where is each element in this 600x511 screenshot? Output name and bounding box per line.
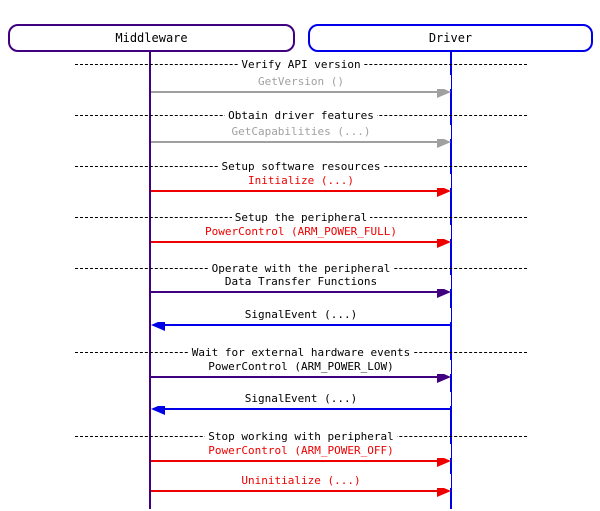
participant-box-middleware: Middleware (8, 24, 295, 52)
separator-label: Verify API version (75, 57, 527, 72)
lifeline-middleware (149, 52, 151, 509)
message-label: Uninitialize (...) (151, 474, 451, 488)
separator-line: Setup software resources (75, 160, 527, 173)
message-line (151, 241, 437, 243)
separator-label: Setup the peripheral (75, 210, 527, 225)
message-arrowhead-right (437, 236, 451, 248)
message-arrowhead-left (151, 403, 165, 415)
message-label: PowerControl (ARM_POWER_OFF) (151, 444, 451, 458)
message-arrowhead-right (437, 485, 451, 497)
message-line (151, 91, 437, 93)
separator-label: Operate with the peripheral (75, 261, 527, 276)
message-line (151, 376, 437, 378)
lifeline-driver (450, 52, 452, 509)
message-label: SignalEvent (...) (151, 308, 451, 322)
participant-label-middleware: Middleware (115, 31, 188, 45)
message-label: Initialize (...) (151, 174, 451, 188)
separator-line: Verify API version (75, 58, 527, 71)
message-arrowhead-right (437, 136, 451, 148)
message-label: SignalEvent (...) (151, 392, 451, 406)
message-line (151, 291, 437, 293)
message-arrowhead-right (437, 286, 451, 298)
message-arrowhead-right (437, 371, 451, 383)
participant-box-driver: Driver (308, 24, 593, 52)
message-arrowhead-right (437, 185, 451, 197)
message-line (151, 190, 437, 192)
message-label: PowerControl (ARM_POWER_LOW) (151, 360, 451, 374)
separator-label: Obtain driver features (75, 108, 527, 123)
message-line (165, 324, 451, 326)
message-label: GetVersion () (151, 75, 451, 89)
separator-label: Setup software resources (75, 159, 527, 174)
message-line (165, 408, 451, 410)
separator-label: Wait for external hardware events (75, 345, 527, 360)
separator-line: Wait for external hardware events (75, 346, 527, 359)
separator-line: Operate with the peripheral (75, 262, 527, 275)
separator-line: Obtain driver features (75, 109, 527, 122)
message-arrowhead-left (151, 319, 165, 331)
message-arrowhead-right (437, 455, 451, 467)
message-line (151, 490, 437, 492)
message-label: Data Transfer Functions (151, 275, 451, 289)
message-label: GetCapabilities (...) (151, 125, 451, 139)
separator-line: Stop working with peripheral (75, 430, 527, 443)
participant-label-driver: Driver (428, 31, 473, 45)
message-arrowhead-right (437, 86, 451, 98)
message-label: PowerControl (ARM_POWER_FULL) (151, 225, 451, 239)
message-line (151, 460, 437, 462)
separator-line: Setup the peripheral (75, 211, 527, 224)
separator-label: Stop working with peripheral (75, 429, 527, 444)
message-line (151, 141, 437, 143)
